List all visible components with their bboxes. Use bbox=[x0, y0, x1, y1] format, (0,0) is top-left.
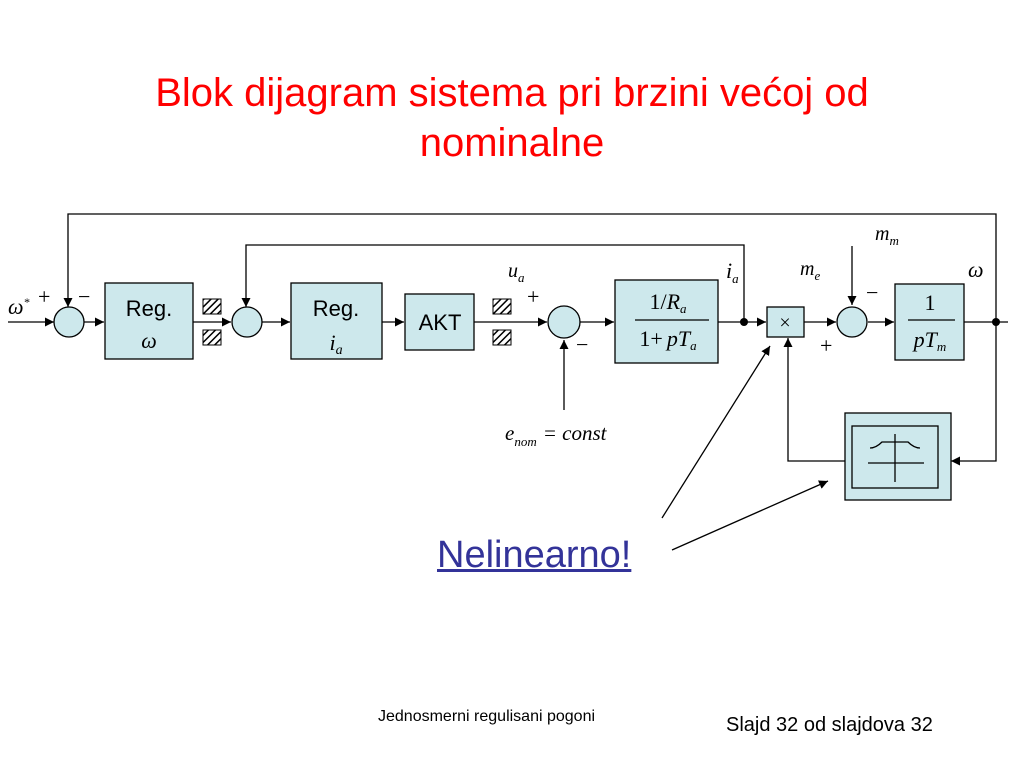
annotation-arrow-2 bbox=[671, 480, 829, 551]
speed-regulator-block bbox=[104, 282, 194, 360]
nonlinear-to-multiplier bbox=[783, 338, 845, 462]
sum-junction-speed bbox=[53, 306, 85, 338]
electrical-torque-label: me bbox=[800, 258, 820, 283]
sign-plus-torque: + bbox=[820, 333, 832, 358]
current-regulator-symbol: ia bbox=[329, 330, 342, 358]
sum-junction-torque bbox=[836, 306, 868, 338]
annotation-arrow-1 bbox=[661, 345, 771, 519]
sign-plus-speed: + bbox=[38, 284, 50, 309]
nominal-emf-label: enom= const bbox=[505, 421, 608, 449]
field-weakening-curve-icon bbox=[868, 434, 924, 482]
current-regulator-block bbox=[290, 282, 383, 360]
title-line-1: Blok dijagram sistema pri brzini većoj o… bbox=[155, 71, 869, 115]
akt-block bbox=[404, 293, 475, 351]
title-line-2: nominalne bbox=[419, 121, 605, 165]
armature-numerator: 1/Ra bbox=[649, 289, 687, 316]
multiplier-block bbox=[766, 306, 805, 338]
armature-denominator: 1+pTa bbox=[639, 326, 697, 353]
speed-regulator-label: Reg. bbox=[126, 296, 172, 321]
load-torque-label: mm bbox=[875, 223, 899, 248]
multiplier-symbol: × bbox=[779, 312, 790, 334]
junction-dot-speed bbox=[992, 318, 1000, 326]
mechanical-denominator: pTm bbox=[912, 327, 947, 354]
limiter-hatch-1 bbox=[202, 298, 222, 315]
current-feedback-line bbox=[241, 244, 745, 322]
speed-output-label: ω bbox=[968, 257, 984, 282]
mechanical-numerator: 1 bbox=[925, 290, 936, 315]
sum-junction-voltage bbox=[547, 305, 581, 339]
sum-junction-current bbox=[231, 306, 263, 338]
akt-label: AKT bbox=[419, 310, 462, 335]
footer-course-name: Jednosmerni regulisani pogoni bbox=[378, 708, 596, 725]
current-regulator-label: Reg. bbox=[313, 296, 359, 321]
sign-minus-speed: − bbox=[78, 284, 90, 309]
limiter-hatch-3 bbox=[492, 298, 512, 315]
armature-voltage-label: ua bbox=[508, 260, 525, 285]
sign-plus-voltage: + bbox=[527, 284, 539, 309]
sign-minus-voltage: − bbox=[576, 332, 588, 357]
slide-title: Blok dijagram sistema pri brzini većoj o… bbox=[0, 68, 1024, 168]
armature-current-label: ia bbox=[726, 258, 739, 286]
speed-regulator-symbol: ω bbox=[141, 328, 157, 353]
slide-number: Slajd 32 od slajdova 32 bbox=[726, 714, 933, 736]
speed-reference-label: ω* bbox=[8, 294, 30, 319]
sign-minus-torque: − bbox=[866, 280, 878, 305]
limiter-hatch-2 bbox=[202, 329, 222, 346]
limiter-hatch-4 bbox=[492, 329, 512, 346]
junction-dot-current bbox=[740, 318, 748, 326]
armature-block bbox=[614, 279, 719, 364]
nonlinear-link[interactable]: Nelinearno! bbox=[437, 534, 632, 576]
speed-feedback-line bbox=[63, 213, 997, 322]
speed-to-nonlinear bbox=[951, 322, 997, 466]
mechanical-block bbox=[894, 283, 965, 361]
